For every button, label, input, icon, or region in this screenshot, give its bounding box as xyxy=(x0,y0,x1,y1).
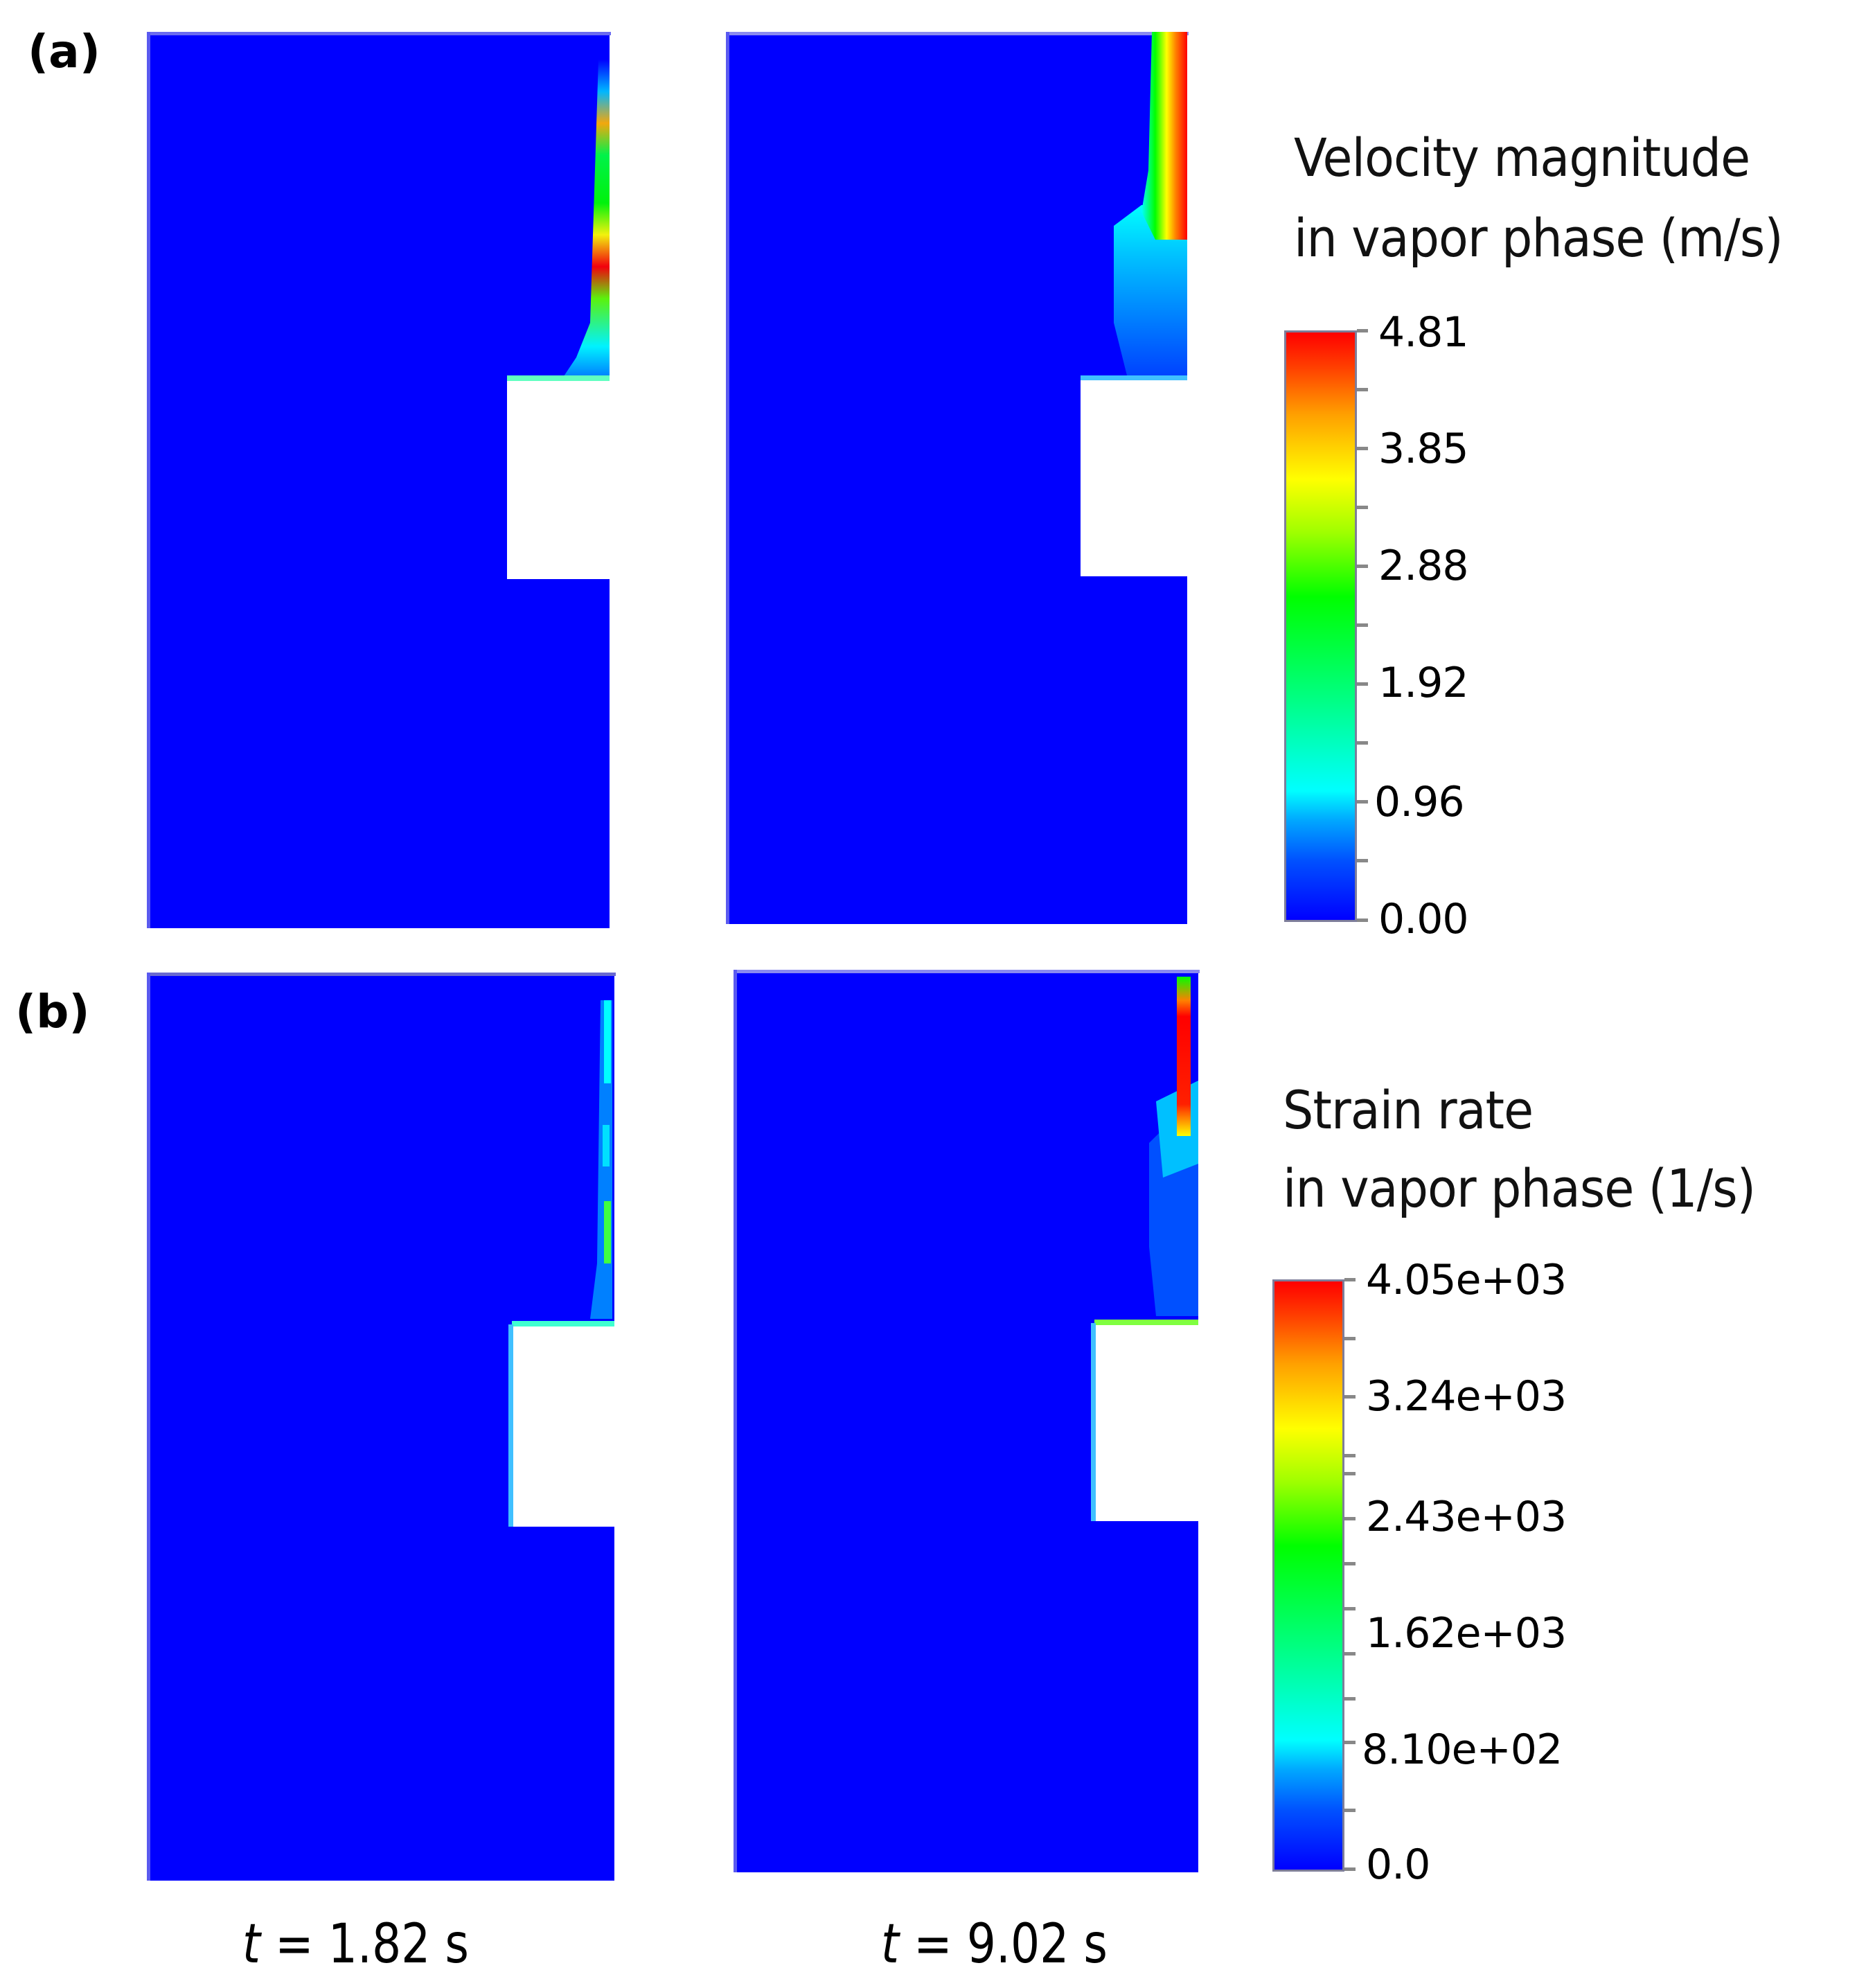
tick xyxy=(1344,1278,1356,1281)
time-variable: t xyxy=(881,1913,900,1976)
tick xyxy=(1357,329,1368,332)
legend-a-title-line1: Velocity magnitude xyxy=(1294,127,1750,188)
strain-field-t2 xyxy=(734,970,1200,1872)
time-label-t2: t = 9.02 s xyxy=(881,1917,1108,1971)
velocity-tick-label: 1.92 xyxy=(1378,659,1469,707)
panel-label-a: (a) xyxy=(28,25,100,78)
tick xyxy=(1344,1867,1356,1871)
strain-tick-label: 0.0 xyxy=(1366,1840,1430,1889)
tick xyxy=(1344,1454,1356,1457)
time-value: = 1.82 s xyxy=(275,1913,469,1976)
velocity-field-t1 xyxy=(147,32,611,928)
strain-tick-label: 3.24e+03 xyxy=(1366,1372,1567,1421)
velocity-tick-label: 3.85 xyxy=(1378,425,1469,473)
velocity-colorbar xyxy=(1284,330,1357,922)
tick xyxy=(1357,506,1368,509)
tick xyxy=(1344,1741,1356,1744)
strain-field-t1 xyxy=(147,973,616,1881)
panel-label-b: (b) xyxy=(15,985,90,1038)
strain-tick-label: 8.10e+02 xyxy=(1362,1725,1563,1774)
tick xyxy=(1357,682,1368,686)
tick xyxy=(1344,1697,1356,1701)
tick xyxy=(1357,388,1368,391)
tick xyxy=(1344,1809,1356,1812)
velocity-tick-label: 2.88 xyxy=(1378,542,1469,590)
time-value: = 9.02 s xyxy=(914,1913,1108,1976)
tick xyxy=(1357,800,1368,804)
velocity-tick-label: 0.00 xyxy=(1378,895,1469,943)
strain-tick-label: 4.05e+03 xyxy=(1366,1256,1567,1304)
tick xyxy=(1357,623,1368,627)
time-label-t1: t = 1.82 s xyxy=(242,1917,469,1971)
tick xyxy=(1357,918,1368,922)
velocity-tick-label: 4.81 xyxy=(1378,308,1469,357)
tick xyxy=(1344,1652,1356,1656)
velocity-tick-label: 0.96 xyxy=(1374,778,1465,826)
tick xyxy=(1344,1517,1356,1520)
tick xyxy=(1357,447,1368,450)
tick xyxy=(1357,565,1368,568)
tick xyxy=(1344,1395,1356,1399)
strain-tick-label: 2.43e+03 xyxy=(1366,1493,1567,1541)
tick xyxy=(1357,859,1368,862)
tick xyxy=(1344,1607,1356,1610)
legend-b-title-line1: Strain rate xyxy=(1283,1079,1534,1141)
tick xyxy=(1357,741,1368,745)
strain-colorbar xyxy=(1272,1279,1344,1872)
time-variable: t xyxy=(242,1913,261,1976)
tick xyxy=(1344,1337,1356,1340)
tick xyxy=(1344,1562,1356,1565)
legend-a-title-line2: in vapor phase (m/s) xyxy=(1294,207,1784,269)
velocity-field-t2 xyxy=(726,32,1189,924)
legend-b-title-line2: in vapor phase (1/s) xyxy=(1283,1157,1756,1219)
tick xyxy=(1344,1472,1356,1475)
strain-tick-label: 1.62e+03 xyxy=(1366,1609,1567,1658)
